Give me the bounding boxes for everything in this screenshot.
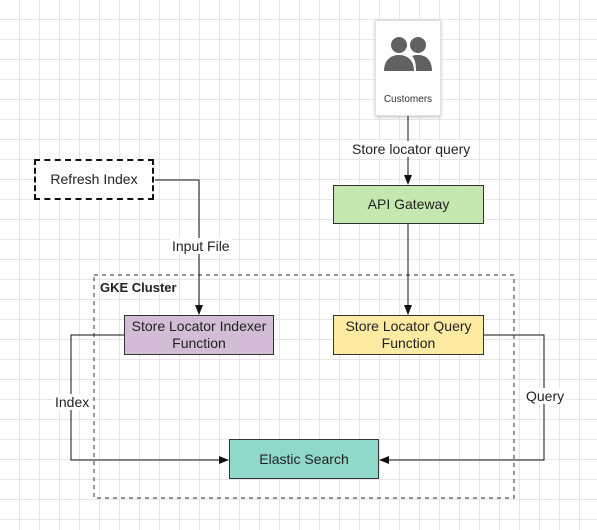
edge-label-input-file: Input File: [170, 238, 232, 254]
people-icon: [384, 37, 432, 71]
refresh-index-node[interactable]: Refresh Index: [34, 159, 154, 200]
edge-label-query: Query: [524, 388, 567, 404]
edge-refresh-to-indexer: [155, 179, 203, 315]
cluster-label: GKE Cluster: [100, 280, 177, 295]
cluster-boundary: [93, 274, 515, 499]
query-function-node[interactable]: Store Locator Query Function: [333, 315, 484, 355]
customers-node[interactable]: Customers: [375, 20, 441, 116]
customers-label: Customers: [383, 94, 433, 105]
edge-label-index: Index: [53, 394, 92, 410]
elastic-search-node[interactable]: Elastic Search: [229, 439, 379, 479]
api-gateway-node[interactable]: API Gateway: [333, 185, 484, 224]
indexer-function-node[interactable]: Store Locator Indexer Function: [124, 315, 274, 355]
edge-label-store-locator-query: Store locator query: [350, 141, 473, 157]
